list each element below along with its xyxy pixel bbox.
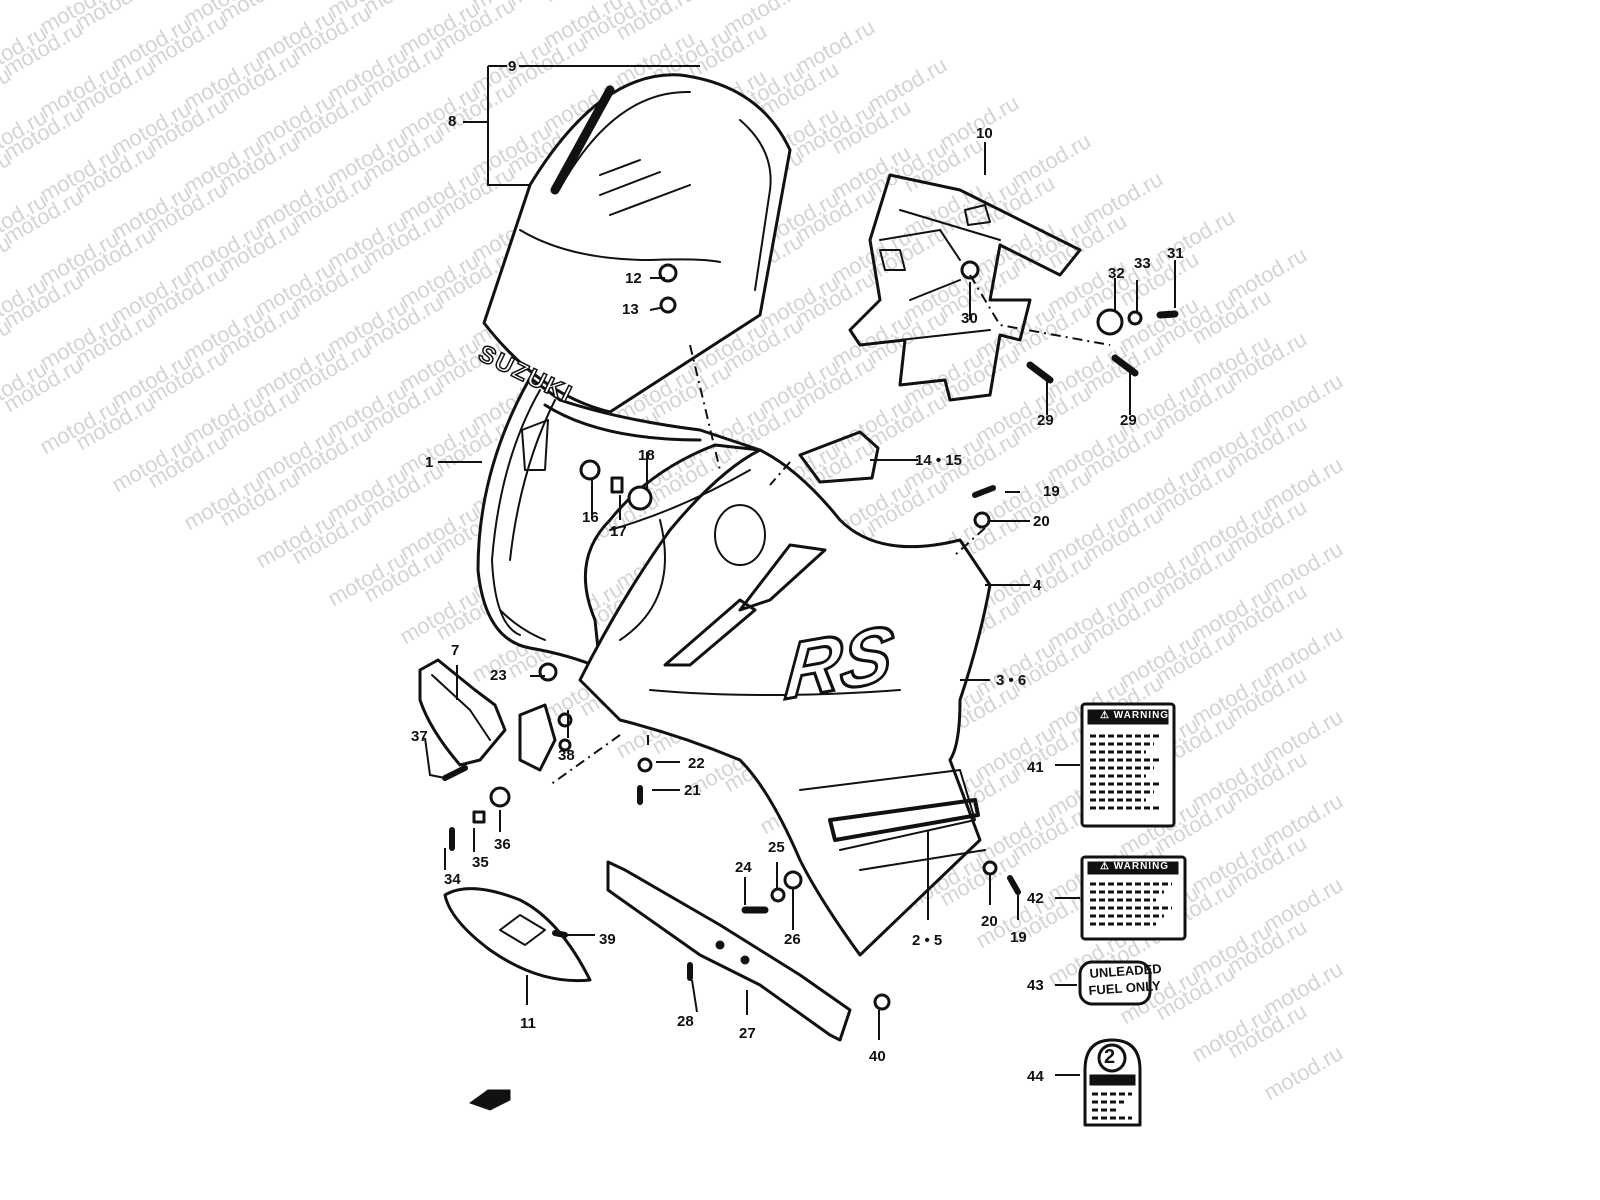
decal-42-heading: ⚠ WARNING (1100, 861, 1170, 872)
callout-26: 26 (784, 931, 801, 948)
callout-19-upper: 19 (1043, 483, 1060, 500)
callout-43: 43 (1027, 977, 1044, 994)
front-arrow-icon (468, 1089, 511, 1111)
callout-19-lower: 19 (1010, 929, 1027, 946)
lower-cover (443, 887, 592, 983)
callout-16: 16 (582, 509, 599, 526)
callout-12: 12 (625, 270, 642, 287)
callout-32: 32 (1108, 265, 1125, 282)
callout-42: 42 (1027, 890, 1044, 907)
callout-7: 7 (451, 642, 460, 659)
callout-18: 18 (638, 447, 655, 464)
callout-35: 35 (472, 854, 489, 871)
windscreen (482, 73, 792, 414)
callout-22: 22 (688, 755, 705, 772)
fairing-stay (848, 173, 1082, 402)
callout-11: 11 (520, 1015, 536, 1032)
callout-38: 38 (558, 747, 575, 764)
decal-41-heading: ⚠ WARNING (1100, 710, 1170, 721)
callout-24: 24 (735, 859, 752, 876)
callout-30: 30 (961, 310, 978, 327)
callout-20-upper: 20 (1033, 513, 1050, 530)
callout-2-5: 2 • 5 (912, 932, 943, 949)
callout-29-right: 29 (1120, 412, 1137, 429)
leader-lines (424, 142, 1176, 1076)
callout-29-left: 29 (1037, 412, 1054, 429)
callout-36: 36 (494, 836, 511, 853)
assembly-lines (549, 274, 1111, 786)
callout-40: 40 (869, 1048, 886, 1065)
callout-41: 41 (1027, 759, 1044, 776)
callout-4: 4 (1033, 577, 1042, 594)
decal-44-number: 2 (1104, 1046, 1116, 1068)
callout-9: 9 (508, 58, 517, 75)
callout-3-6: 3 • 6 (996, 672, 1027, 689)
callout-31: 31 (1167, 245, 1184, 262)
callout-8: 8 (448, 113, 457, 130)
lower-bracket (606, 860, 852, 1042)
side-fairing (578, 448, 992, 957)
callout-10: 10 (976, 125, 993, 142)
inner-panel (418, 658, 557, 772)
callout-25: 25 (768, 839, 785, 856)
leader-8-9 (463, 65, 700, 186)
callout-20-lower: 20 (981, 913, 998, 930)
callout-37: 37 (411, 728, 428, 745)
callout-17: 17 (610, 523, 627, 540)
callout-14-15: 14 • 15 (915, 452, 962, 469)
callout-33: 33 (1134, 255, 1151, 272)
upper-fairing (476, 376, 762, 670)
callout-1: 1 (425, 454, 434, 471)
callout-13: 13 (622, 301, 639, 318)
callout-39: 39 (599, 931, 616, 948)
decal-plates (1078, 702, 1187, 1127)
callout-44: 44 (1027, 1068, 1044, 1085)
hardware (442, 260, 1179, 1011)
callout-23: 23 (490, 667, 507, 684)
callout-27: 27 (739, 1025, 756, 1042)
callout-34: 34 (444, 871, 461, 888)
callout-28: 28 (677, 1013, 694, 1030)
callout-21: 21 (684, 782, 701, 799)
